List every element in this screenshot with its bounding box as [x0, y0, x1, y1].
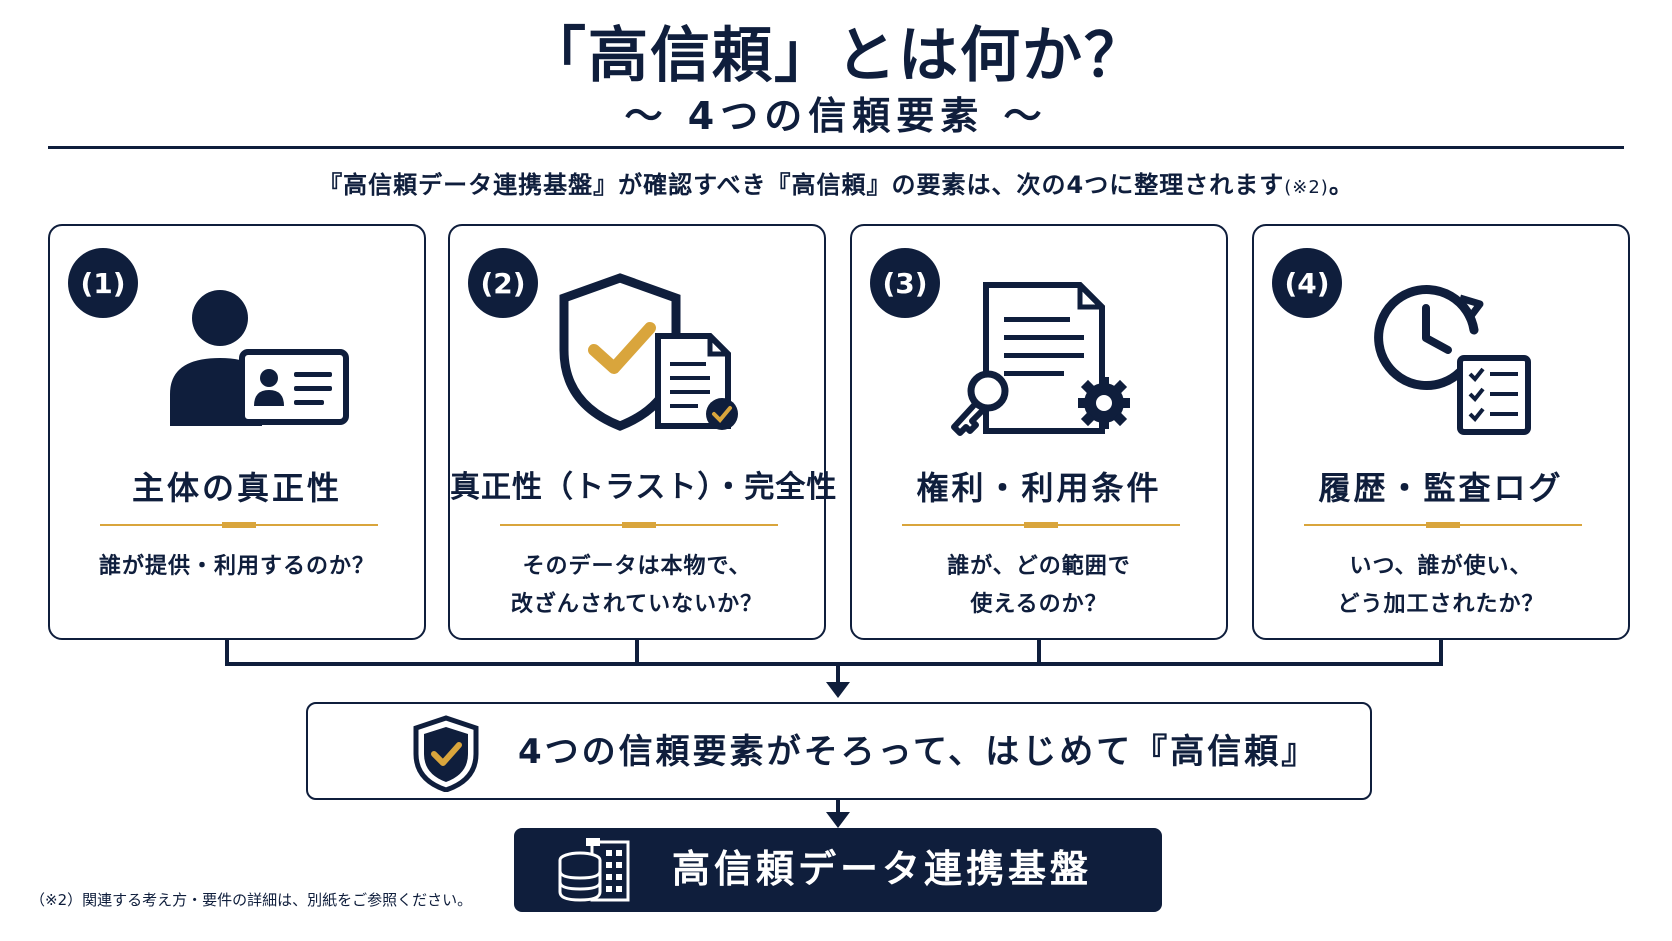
shield-check-icon — [413, 715, 479, 792]
card-number-badge: (1) — [68, 248, 138, 318]
document-key-gear-icon — [951, 282, 1130, 436]
page-subtitle: ～ 4つの信頼要素 ～ — [624, 94, 1048, 138]
card-divider — [500, 522, 778, 528]
card-question-line: 誰が提供・利用するのか？ — [98, 554, 375, 579]
intro-text: 『高信頼データ連携基盤』が確認すべき『高信頼』の要素は、次の4つに整理されます(… — [0, 168, 1672, 205]
footnote: （※2）関連する考え方・要件の詳細は、別紙をご参照ください。 — [30, 891, 473, 909]
card-rights-conditions: (3) 権利・利用条件 誰が、どの範囲で 使えるのか？ — [850, 224, 1228, 640]
clock-checklist-icon — [1374, 285, 1531, 435]
card-number-badge: (3) — [870, 248, 940, 318]
platform-label: 高信頼データ連携基盤 — [672, 847, 1093, 891]
intro-body: 『高信頼データ連携基盤』が確認すべき『高信頼』の要素は、次の4つに整理されます — [318, 171, 1285, 199]
page-title: 「高信頼」とは何か？ — [526, 21, 1146, 91]
card-subject-authenticity: (1) 主体の真正性 誰が提供・利用するのか？ — [48, 224, 426, 640]
card-number-badge: (2) — [468, 248, 538, 318]
intro-note: (※2) — [1284, 177, 1329, 198]
card-question: 誰が、どの範囲で 使えるのか？ — [852, 548, 1226, 624]
card-question-line: 誰が、どの範囲で — [947, 554, 1131, 579]
platform-box: 高信頼データ連携基盤 — [514, 828, 1162, 912]
card-divider — [100, 522, 378, 528]
card-question: 誰が提供・利用するのか？ — [50, 548, 424, 586]
card-divider — [1304, 522, 1582, 528]
title-divider — [48, 146, 1624, 149]
card-question-line: 使えるのか？ — [970, 592, 1108, 617]
card-title: 真正性（トラスト）・完全性 — [450, 470, 838, 505]
card-question-line: そのデータは本物で、 — [522, 554, 752, 579]
card-title: 主体の真正性 — [131, 469, 342, 507]
person-id-card-icon — [170, 290, 349, 426]
arrow-head-down — [826, 812, 850, 828]
summary-box: 4つの信頼要素がそろって、はじめて『高信頼』 — [306, 702, 1372, 800]
arrow-head-down — [826, 682, 850, 698]
card-trust-integrity: (2) 真正性（トラスト）・完全性 そのデータは本物で、 改ざんされていないか？ — [448, 224, 838, 640]
card-title: 権利・利用条件 — [916, 469, 1162, 507]
card-question: そのデータは本物で、 改ざんされていないか？ — [450, 548, 824, 624]
card-question-line: どう加工されたか？ — [1337, 592, 1545, 617]
card-number-badge: (4) — [1272, 248, 1342, 318]
summary-text: 4つの信頼要素がそろって、はじめて『高信頼』 — [518, 732, 1319, 772]
shield-document-check-icon — [559, 273, 738, 431]
card-question-line: いつ、誰が使い、 — [1349, 554, 1533, 579]
card-question: いつ、誰が使い、 どう加工されたか？ — [1254, 548, 1628, 624]
card-history-audit-log: (4) 履歴・監査ログ いつ、誰が使い、 どう加工されたか？ — [1252, 224, 1630, 640]
database-building-icon — [558, 838, 630, 902]
card-question-line: 改ざんされていないか？ — [510, 592, 764, 617]
intro-end: 。 — [1328, 171, 1354, 199]
card-title: 履歴・監査ログ — [1318, 469, 1564, 507]
card-divider — [902, 522, 1180, 528]
